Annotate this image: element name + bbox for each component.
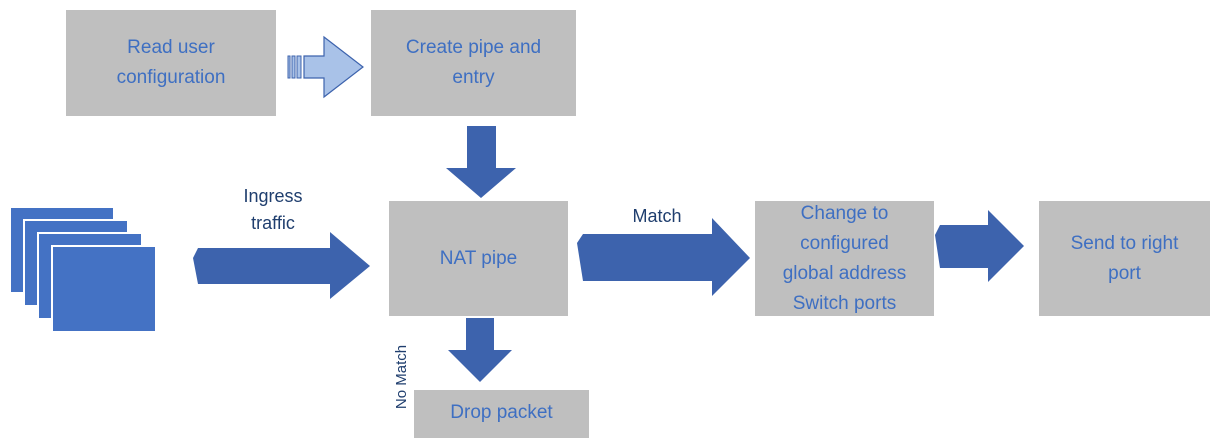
match-label: Match bbox=[632, 206, 682, 226]
no-match-arrow bbox=[448, 318, 512, 382]
no-match-label: No Match bbox=[393, 344, 410, 410]
ingress-traffic-label: Ingress traffic bbox=[243, 186, 303, 233]
create-pipe-box: Create pipe and entry bbox=[371, 10, 576, 116]
packet-stack-icon bbox=[9, 206, 157, 333]
create-pipe-label: Create pipe and entry bbox=[405, 37, 542, 88]
nat-pipe-label: NAT pipe bbox=[439, 247, 518, 269]
change-address-label: Change to configured global address Swit… bbox=[782, 202, 907, 314]
config-to-pipe-arrow bbox=[287, 35, 364, 99]
nat-pipe-box: NAT pipe bbox=[389, 201, 568, 316]
drop-packet-box: Drop packet bbox=[414, 390, 589, 438]
send-port-box: Send to right port bbox=[1039, 201, 1210, 316]
read-config-label: Read user configuration bbox=[116, 37, 226, 88]
ingress-arrow bbox=[193, 232, 370, 299]
drop-packet-label: Drop packet bbox=[450, 402, 553, 423]
change-to-send-arrow bbox=[935, 210, 1024, 282]
match-arrow bbox=[577, 218, 750, 296]
read-config-box: Read user configuration bbox=[66, 10, 276, 116]
pipe-to-nat-arrow bbox=[446, 126, 516, 198]
change-address-box: Change to configured global address Swit… bbox=[755, 201, 934, 316]
send-port-label: Send to right port bbox=[1070, 232, 1179, 284]
